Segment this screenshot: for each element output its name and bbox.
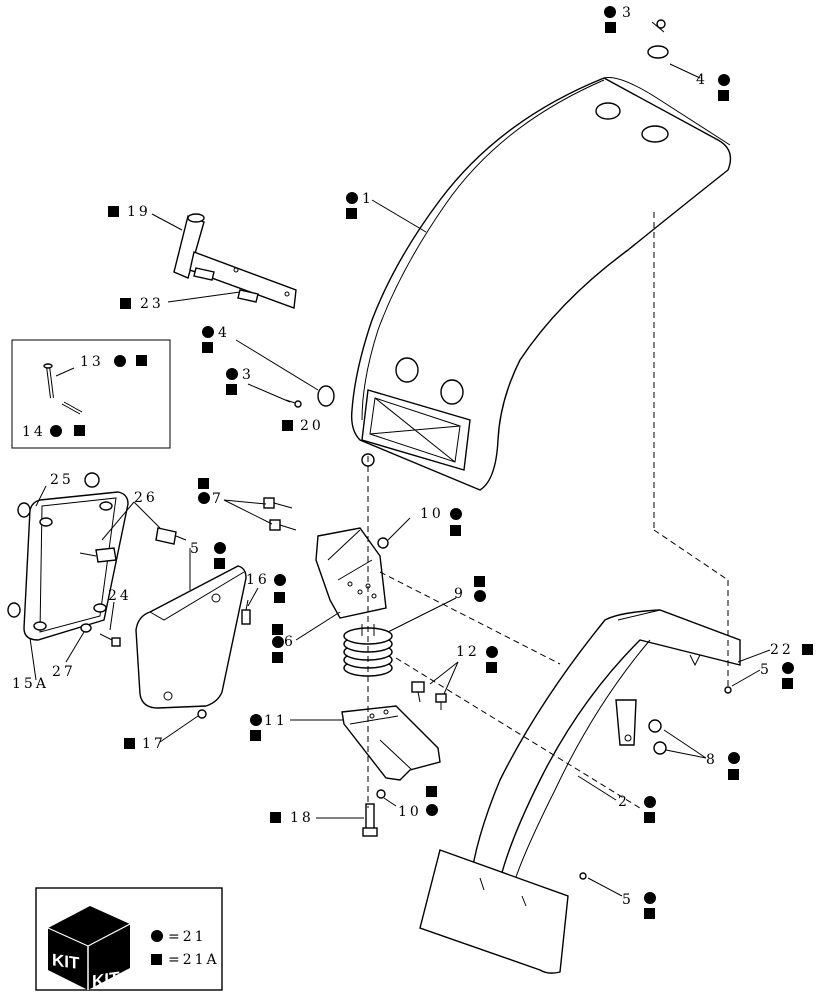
callout-22: 22 [770, 642, 794, 658]
callout-19: 19 [127, 204, 151, 220]
screw-part-3-mid [285, 399, 302, 408]
nuts-part-8 [648, 719, 667, 755]
bolts-part-7 [263, 497, 297, 531]
callout-14: 14 [22, 424, 46, 440]
callout-23: 23 [140, 296, 164, 312]
legend-square-icon [151, 954, 162, 965]
kit-inset-box [11, 339, 171, 449]
kit-cube-icon [48, 906, 130, 946]
nut-part-10-bottom [376, 789, 386, 799]
nut-part-10-top [377, 537, 389, 549]
callout-3-mid: 3 [242, 367, 254, 383]
callout-8: 8 [706, 752, 718, 768]
callout-16: 16 [246, 572, 270, 588]
bolt-part-17 [197, 709, 207, 719]
callout-18: 18 [290, 810, 314, 826]
callout-5-left: 5 [190, 541, 202, 557]
callout-6: 6 [284, 634, 296, 650]
kit-word-right: KIT [92, 968, 120, 991]
plate-part-15A [23, 491, 129, 641]
mount-bracket-part-6 [315, 527, 387, 619]
callout-4-top: 4 [696, 72, 708, 88]
cover-part-15 [135, 565, 247, 709]
callout-12: 12 [456, 644, 480, 660]
washer-part-27 [80, 623, 92, 633]
bracket-part-2 [419, 609, 741, 974]
callout-13: 13 [80, 354, 104, 370]
bushings-part-25 [7, 472, 100, 618]
callout-10-bottom: 10 [398, 804, 422, 820]
callout-11: 11 [264, 713, 288, 729]
legend-square-label: =21A [168, 952, 220, 968]
bolts-part-26 [79, 527, 187, 563]
bolt-part-16 [241, 599, 251, 625]
callout-27: 27 [52, 664, 76, 680]
callout-5-bottom: 5 [622, 892, 634, 908]
callout-5-right: 5 [760, 662, 772, 678]
bolts-part-12 [411, 681, 447, 710]
washer-part-5-bottom [579, 872, 587, 880]
kit-word-left: KIT [52, 950, 80, 973]
callout-26: 26 [134, 490, 158, 506]
callout-4-mid: 4 [218, 325, 230, 341]
legend-dot-label: =21 [168, 929, 207, 945]
kit-legend: KIT KIT =21 =21A [35, 887, 223, 991]
cap-part-4-mid [317, 385, 335, 407]
cap-part-4-top [647, 45, 669, 59]
callout-2: 2 [618, 794, 630, 810]
callout-1: 1 [362, 191, 374, 207]
callout-9: 9 [454, 586, 466, 602]
bolt-part-24 [99, 633, 121, 647]
callout-10-top: 10 [420, 506, 444, 522]
pin-part-13 [43, 363, 54, 399]
callout-17: 17 [142, 736, 166, 752]
callout-15A: 15A [12, 676, 49, 692]
bolt-part-18 [362, 803, 378, 837]
legend-dot-icon [151, 930, 163, 942]
screw-part-3-top [651, 19, 666, 33]
hinge-bar-part-19 [173, 213, 297, 309]
fender-part-1 [350, 76, 732, 491]
callout-7: 7 [212, 491, 224, 507]
callout-25: 25 [50, 472, 74, 488]
base-bracket-part-11 [341, 705, 441, 781]
callout-24: 24 [108, 588, 132, 604]
callout-20: 20 [300, 418, 324, 434]
callout-3-top: 3 [622, 5, 634, 21]
washer-part-5-right [724, 686, 732, 694]
clip-part-14 [61, 401, 83, 415]
